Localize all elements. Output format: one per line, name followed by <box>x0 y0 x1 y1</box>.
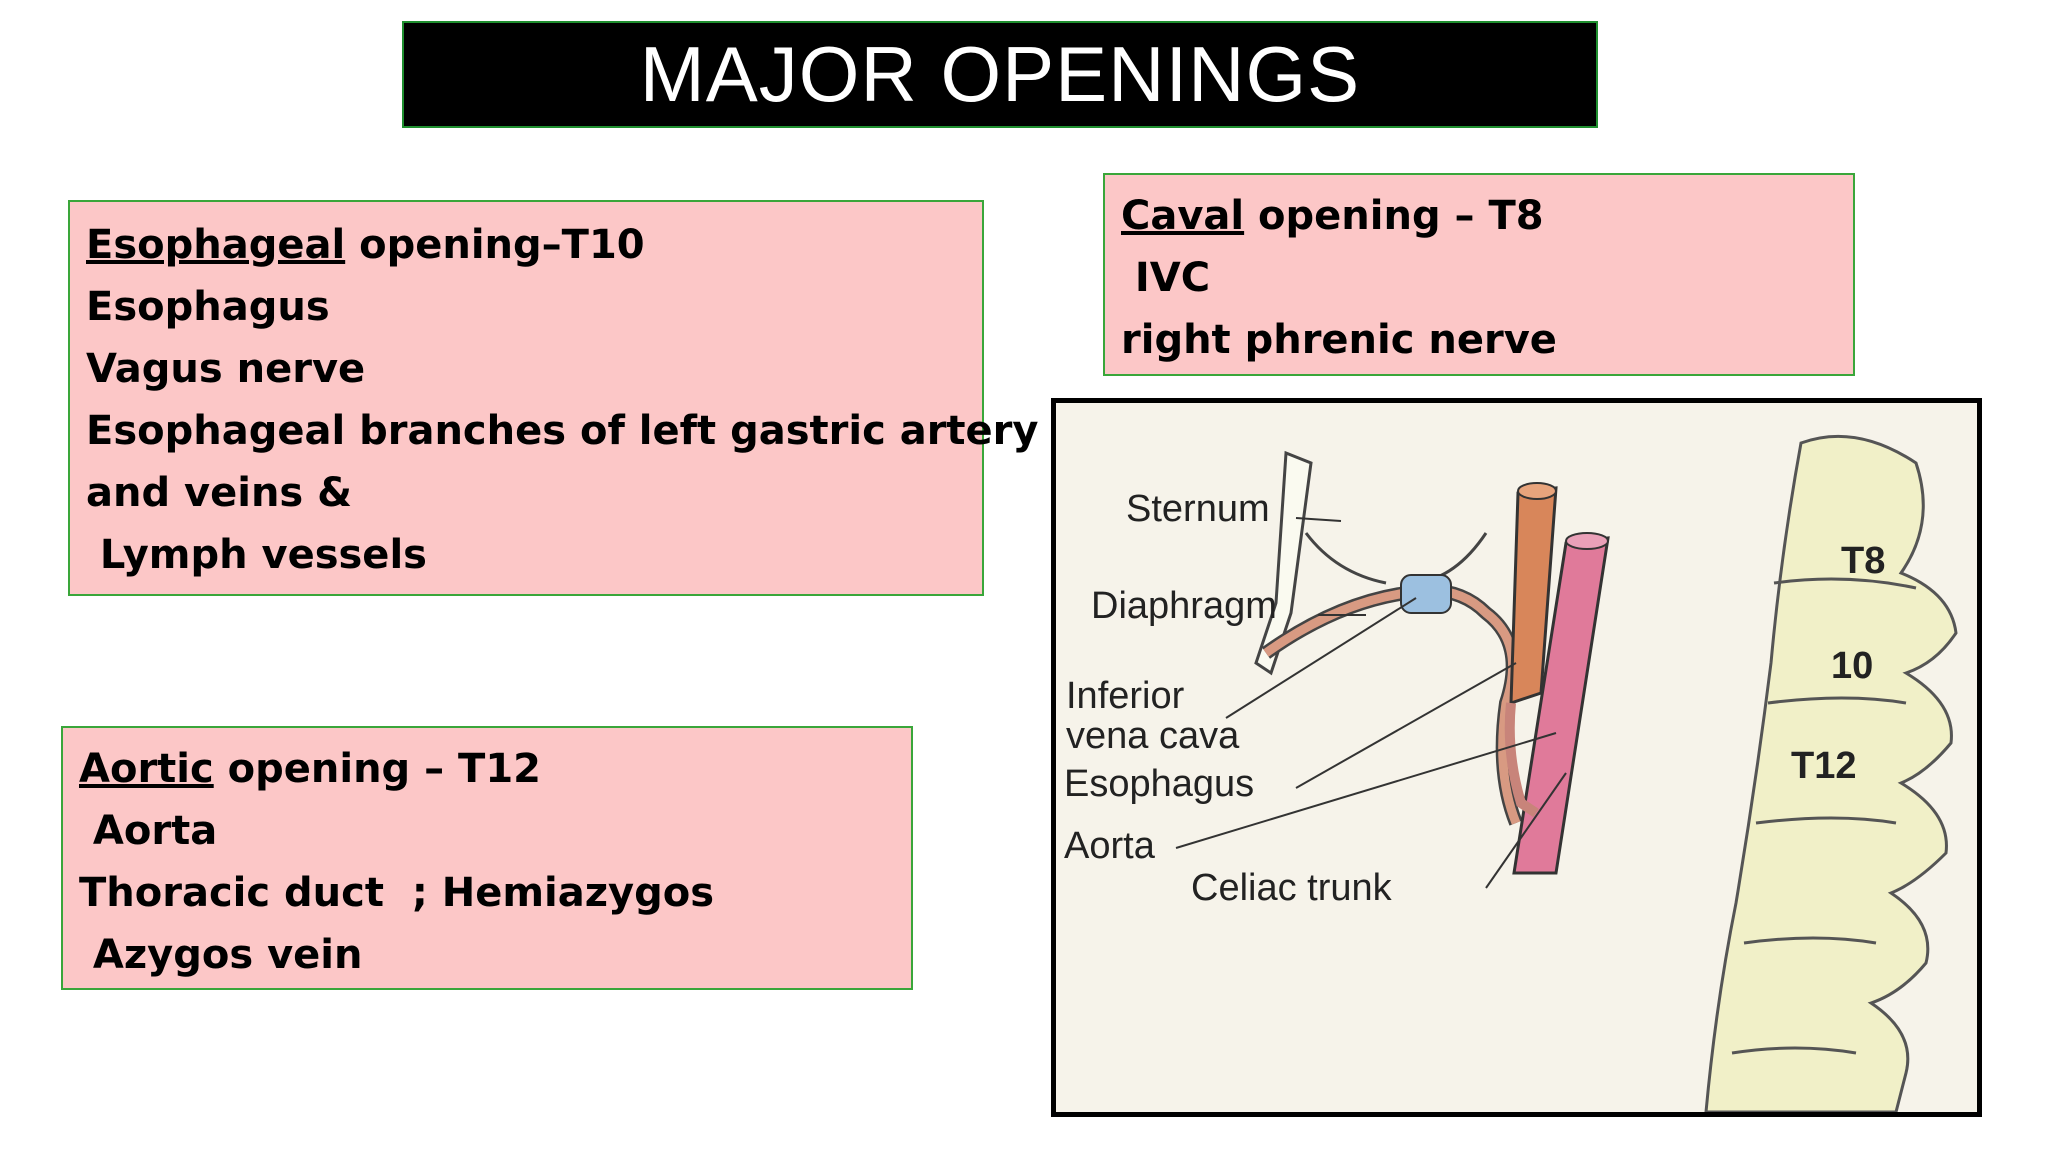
caval-item: IVC <box>1121 255 1211 301</box>
esophageal-heading: Esophageal opening–T10 <box>86 214 966 276</box>
page-title: MAJOR OPENINGS <box>639 30 1361 118</box>
vertebra-label-t10: 10 <box>1831 645 1873 687</box>
aortic-item: Thoracic duct ; Hemiazygos <box>79 870 714 916</box>
leader-line-esophagus <box>1295 662 1517 789</box>
caval-opening-marker <box>1400 574 1452 614</box>
aortic-heading-rest: opening – T12 <box>213 746 541 792</box>
anatomy-drawing: T8 10 T12 Sternum Diaphragm Inferior <box>1056 403 1977 1112</box>
leader-line-sternum <box>1295 517 1342 522</box>
esophageal-heading-rest: opening–T10 <box>345 222 645 268</box>
vertebral-column: T8 10 T12 <box>1704 434 1958 1112</box>
label-diaphragm: Diaphragm <box>1091 585 1277 627</box>
esophageal-item: Lymph vessels <box>86 532 427 578</box>
caval-opening-box: Caval opening – T8 IVC right phrenic ner… <box>1103 173 1855 376</box>
label-ivc-line1: Inferior <box>1066 675 1185 717</box>
vertebra-label-t8: T8 <box>1841 540 1885 582</box>
label-sternum: Sternum <box>1126 488 1270 530</box>
disc-line <box>1755 816 1897 825</box>
title-banner: MAJOR OPENINGS <box>402 21 1598 128</box>
caval-heading-rest: opening – T8 <box>1244 193 1544 239</box>
esophageal-heading-keyword: Esophageal <box>86 222 346 268</box>
label-ivc-line2: vena cava <box>1066 715 1240 757</box>
caval-heading: Caval opening – T8 <box>1121 185 1837 247</box>
aortic-item: Azygos vein <box>79 932 363 978</box>
vertebra-label-t12: T12 <box>1791 745 1856 787</box>
esophageal-item: Esophagus <box>86 284 330 330</box>
aortic-heading: Aortic opening – T12 <box>79 738 895 800</box>
esophageal-item: and veins & <box>86 470 353 516</box>
vertebra-bodies <box>1704 434 1958 1112</box>
disc-line <box>1743 936 1877 945</box>
leader-line-celiac <box>1485 772 1567 889</box>
pericardium-line <box>1304 532 1387 585</box>
label-esophagus: Esophagus <box>1064 763 1254 805</box>
caval-heading-keyword: Caval <box>1121 193 1245 239</box>
diaphragm-muscle <box>1263 586 1521 825</box>
esophageal-item: Vagus nerve <box>86 346 366 392</box>
ivc-opening-top <box>1517 482 1557 500</box>
esophagus-tube <box>1504 702 1539 818</box>
esophageal-item: Esophageal branches of left gastric arte… <box>86 408 1039 454</box>
esophageal-opening-box: Esophageal opening–T10 Esophagus Vagus n… <box>68 200 1039 596</box>
diaphragm-openings-illustration: T8 10 T12 Sternum Diaphragm Inferior <box>1051 398 1982 1117</box>
label-aorta: Aorta <box>1064 825 1156 867</box>
aortic-item: Aorta <box>79 808 218 854</box>
label-celiac-trunk: Celiac trunk <box>1191 867 1393 909</box>
sternum-shape <box>1254 450 1313 676</box>
disc-line <box>1731 1046 1857 1055</box>
disc-line <box>1767 696 1907 705</box>
aortic-heading-keyword: Aortic <box>79 746 214 792</box>
aorta-opening-top <box>1565 532 1609 550</box>
leader-line-ivc <box>1225 597 1417 719</box>
disc-line <box>1773 577 1917 590</box>
aortic-opening-box: Aortic opening – T12 Aorta Thoracic duct… <box>61 726 913 990</box>
leader-line-aorta <box>1175 732 1557 849</box>
caval-item: right phrenic nerve <box>1121 317 1557 363</box>
